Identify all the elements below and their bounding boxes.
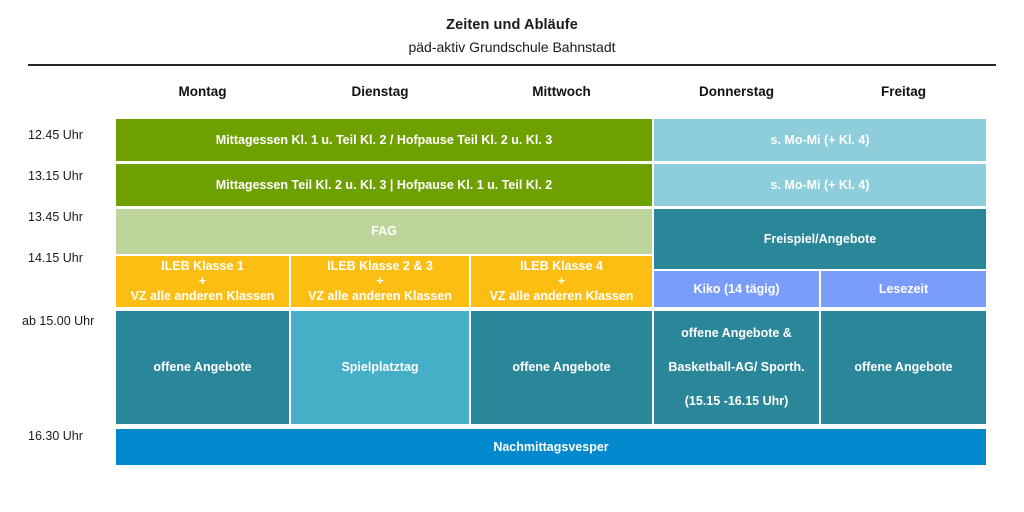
time-label-1345: 13.45 Uhr bbox=[28, 210, 83, 224]
cell-lunch-1-mo-mi[interactable]: Mittagessen Kl. 1 u. Teil Kl. 2 / Hofpau… bbox=[115, 118, 653, 162]
ileb-dienstag-plus: + bbox=[376, 274, 384, 288]
ileb-dienstag-title: ILEB Klasse 2 & 3 bbox=[327, 259, 433, 273]
cell-lunch-1-do-fr[interactable]: s. Mo-Mi (+ Kl. 4) bbox=[653, 118, 987, 162]
cell-kiko[interactable]: Kiko (14 tägig) bbox=[653, 270, 820, 308]
time-label-1415: 14.15 Uhr bbox=[28, 251, 83, 265]
ileb-montag-title: ILEB Klasse 1 bbox=[161, 259, 244, 273]
cell-ileb-dienstag[interactable]: ILEB Klasse 2 & 3 + VZ alle anderen Klas… bbox=[290, 255, 470, 308]
page-title: Zeiten und Abläufe bbox=[446, 17, 578, 33]
time-label-1315: 13.15 Uhr bbox=[28, 169, 83, 183]
cell-lunch-2-do-fr[interactable]: s. Mo-Mi (+ Kl. 4) bbox=[653, 163, 987, 207]
ileb-dienstag-vz: VZ alle anderen Klassen bbox=[308, 289, 452, 303]
donnerstag-line-2: Basketball-AG/ Sporth. bbox=[668, 359, 805, 374]
time-label-1245: 12.45 Uhr bbox=[28, 128, 83, 142]
cell-fag[interactable]: FAG bbox=[115, 208, 653, 255]
day-header-dienstag: Dienstag bbox=[351, 84, 409, 99]
day-header-row: Montag Dienstag Mittwoch Donnerstag Frei… bbox=[0, 80, 1024, 104]
day-header-donnerstag: Donnerstag bbox=[698, 84, 774, 99]
cell-lesezeit[interactable]: Lesezeit bbox=[820, 270, 987, 308]
donnerstag-line-3: (15.15 -16.15 Uhr) bbox=[684, 393, 789, 408]
header-divider bbox=[28, 64, 996, 66]
cell-ileb-montag[interactable]: ILEB Klasse 1 + VZ alle anderen Klassen bbox=[115, 255, 290, 308]
time-label-1500: ab 15.00 Uhr bbox=[22, 314, 95, 328]
cell-offene-angebote-freitag[interactable]: offene Angebote bbox=[820, 310, 987, 425]
cell-basketball-ag-donnerstag[interactable]: offene Angebote & Basketball-AG/ Sporth.… bbox=[653, 310, 820, 425]
cell-spielplatztag-dienstag[interactable]: Spielplatztag bbox=[290, 310, 470, 425]
cell-lunch-2-mo-mi[interactable]: Mittagessen Teil Kl. 2 u. Kl. 3 | Hofpau… bbox=[115, 163, 653, 207]
cell-freispiel-angebote[interactable]: Freispiel/Angebote bbox=[653, 208, 987, 270]
cell-offene-angebote-mittwoch[interactable]: offene Angebote bbox=[470, 310, 653, 425]
cell-nachmittagsvesper[interactable]: Nachmittagsvesper bbox=[115, 428, 987, 466]
title-block: Zeiten und Abläufe päd-aktiv Grundschule… bbox=[0, 0, 1024, 57]
day-header-freitag: Freitag bbox=[880, 84, 926, 99]
cell-offene-angebote-montag[interactable]: offene Angebote bbox=[115, 310, 290, 425]
ileb-mittwoch-vz: VZ alle anderen Klassen bbox=[489, 289, 634, 303]
ileb-mittwoch-title: ILEB Klasse 4 bbox=[520, 259, 603, 273]
ileb-montag-plus: + bbox=[198, 274, 207, 288]
cell-ileb-mittwoch[interactable]: ILEB Klasse 4 + VZ alle anderen Klassen bbox=[470, 255, 653, 308]
day-header-montag: Montag bbox=[178, 84, 227, 99]
donnerstag-line-1: offene Angebote & bbox=[681, 326, 792, 341]
page-subtitle: päd-aktiv Grundschule Bahnstadt bbox=[408, 39, 616, 55]
ileb-montag-vz: VZ alle anderen Klassen bbox=[130, 289, 275, 303]
time-label-1630: 16.30 Uhr bbox=[28, 429, 83, 443]
day-header-mittwoch: Mittwoch bbox=[532, 84, 591, 99]
ileb-mittwoch-plus: + bbox=[557, 274, 566, 288]
